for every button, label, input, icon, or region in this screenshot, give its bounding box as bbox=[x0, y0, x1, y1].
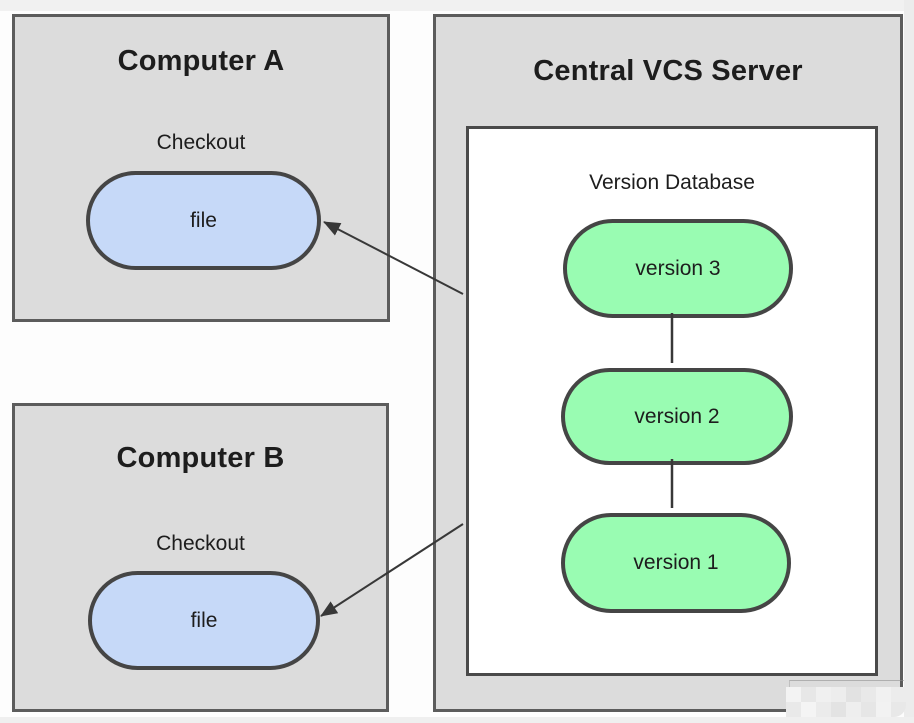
watermark-mosaic-cell bbox=[876, 702, 891, 717]
version-1-node: version 1 bbox=[561, 513, 791, 613]
pixelated-watermark bbox=[786, 687, 906, 717]
computer-a-panel: Computer A Checkout file bbox=[12, 14, 390, 322]
background-strip-top bbox=[0, 0, 914, 11]
version-database-title: Version Database bbox=[589, 171, 755, 194]
version-2-label: version 2 bbox=[634, 404, 720, 428]
background-strip-right bbox=[904, 0, 914, 723]
watermark-mosaic-cell bbox=[801, 687, 816, 702]
computer-b-file-label: file bbox=[190, 608, 218, 632]
version-database-box: Version Database version 3 version 2 ver… bbox=[466, 126, 878, 676]
watermark-mosaic-cell bbox=[861, 702, 876, 717]
watermark-mosaic-cell bbox=[846, 702, 861, 717]
watermark-mosaic-cell bbox=[816, 702, 831, 717]
watermark-mosaic-cell bbox=[816, 687, 831, 702]
computer-a-file-node: file bbox=[86, 171, 321, 270]
central-vcs-server-title: Central VCS Server bbox=[533, 55, 803, 87]
computer-b-title: Computer B bbox=[116, 442, 285, 474]
background-strip-bottom bbox=[0, 717, 914, 723]
computer-b-panel: Computer B Checkout file bbox=[12, 403, 389, 712]
watermark-mosaic-cell bbox=[831, 702, 846, 717]
version-3-node: version 3 bbox=[563, 219, 793, 318]
watermark-mosaic-cell bbox=[846, 687, 861, 702]
watermark-mosaic-cell bbox=[861, 687, 876, 702]
computer-a-title: Computer A bbox=[117, 45, 285, 77]
computer-a-checkout-label: Checkout bbox=[156, 131, 246, 154]
watermark-mosaic-cell bbox=[891, 687, 906, 702]
computer-b-checkout-label: Checkout bbox=[156, 532, 245, 555]
watermark-mosaic-cell bbox=[891, 702, 906, 717]
watermark-mosaic-cell bbox=[801, 702, 816, 717]
version-2-node: version 2 bbox=[561, 368, 793, 465]
computer-a-file-label: file bbox=[190, 208, 217, 232]
watermark-frame bbox=[789, 680, 904, 689]
central-vcs-server-panel: Central VCS Server Version Database vers… bbox=[433, 14, 903, 712]
version-3-label: version 3 bbox=[635, 256, 721, 280]
watermark-mosaic-cell bbox=[876, 687, 891, 702]
version-1-label: version 1 bbox=[633, 551, 719, 574]
watermark-mosaic-cell bbox=[831, 687, 846, 702]
computer-b-file-node: file bbox=[88, 571, 320, 670]
watermark-mosaic-cell bbox=[786, 702, 801, 717]
watermark-mosaic-cell bbox=[786, 687, 801, 702]
